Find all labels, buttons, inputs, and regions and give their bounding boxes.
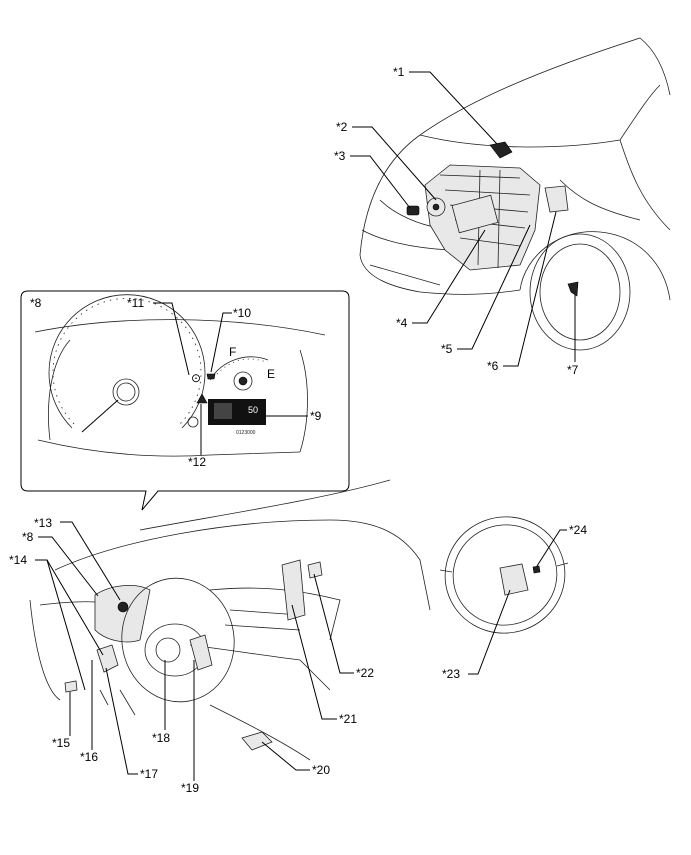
svg-text:*9: *9	[310, 409, 322, 423]
fuel-full-label: F	[229, 345, 236, 359]
callout-11: *11	[127, 296, 190, 376]
svg-text:*5: *5	[441, 342, 453, 356]
callout-18: *18	[152, 660, 170, 745]
callout-19: *19	[181, 660, 199, 795]
svg-text:*18: *18	[152, 731, 170, 745]
svg-text:*17: *17	[140, 767, 158, 781]
callout-1: *1	[393, 65, 498, 145]
callout-20: *20	[261, 741, 330, 777]
part-6-ecu	[544, 185, 569, 213]
svg-text:*8: *8	[30, 296, 42, 310]
part-7-sensor	[567, 281, 579, 297]
callout-9: *9	[266, 409, 322, 423]
svg-text:*16: *16	[80, 750, 98, 764]
callout-6: *6	[487, 211, 557, 373]
part-3-component	[406, 205, 420, 216]
svg-text:*23: *23	[442, 667, 460, 681]
cluster-detail-box: *8 F E ⊙ 50	[20, 290, 350, 511]
indicator-c-icon	[187, 416, 199, 428]
svg-text:*2: *2	[336, 120, 348, 134]
indicator-11-icon: ⊙	[191, 371, 201, 385]
svg-text:*12: *12	[188, 455, 206, 469]
callout-24: *24	[536, 523, 587, 567]
part-1-sensor	[489, 141, 513, 159]
callout-12: *12	[188, 404, 206, 469]
callout-4: *4	[396, 229, 486, 330]
callout-5: *5	[441, 224, 531, 356]
svg-text:*6: *6	[487, 359, 499, 373]
svg-text:*3: *3	[334, 149, 346, 163]
svg-text:*7: *7	[567, 363, 579, 377]
indicator-10-icon	[206, 373, 216, 380]
interior-illustration	[29, 479, 431, 761]
svg-text:*14: *14	[9, 553, 27, 567]
speedometer-gauge	[48, 294, 206, 433]
callout-7: *7	[567, 295, 579, 377]
callout-2: *2	[336, 120, 437, 201]
svg-text:*20: *20	[312, 763, 330, 777]
callout-3: *3	[334, 149, 411, 209]
svg-text:*15: *15	[52, 736, 70, 750]
svg-text:*11: *11	[127, 296, 144, 310]
warning-triangle-icon	[196, 393, 208, 404]
callout-16: *16	[80, 660, 98, 764]
callout-21: *21	[291, 604, 357, 726]
svg-text:*10: *10	[233, 306, 251, 320]
callout-22: *22	[313, 573, 374, 680]
callout-17: *17	[105, 667, 158, 781]
callout-10: *10	[210, 306, 251, 373]
svg-text:*21: *21	[339, 712, 357, 726]
svg-text:*22: *22	[356, 666, 374, 680]
callout-23: *23	[442, 589, 511, 681]
svg-text:*19: *19	[181, 781, 199, 795]
odometer-label: 0123000	[236, 430, 256, 436]
svg-text:*13: *13	[34, 516, 52, 530]
svg-text:*8: *8	[22, 530, 34, 544]
callout-13: *13	[34, 516, 121, 601]
svg-text:*1: *1	[393, 65, 405, 79]
fuel-gauge: F E	[209, 345, 275, 391]
display-value: 50	[248, 405, 258, 415]
svg-text:*4: *4	[396, 316, 408, 330]
fuel-empty-label: E	[267, 367, 275, 381]
engine-illustration	[424, 164, 541, 271]
callout-8: *8	[22, 530, 99, 597]
steering-wheel-detail	[439, 516, 569, 634]
svg-text:*24: *24	[569, 523, 587, 537]
callout-15: *15	[52, 692, 71, 750]
multi-information-display: 50 0123000	[208, 399, 266, 436]
callout-14: *14	[9, 553, 104, 691]
